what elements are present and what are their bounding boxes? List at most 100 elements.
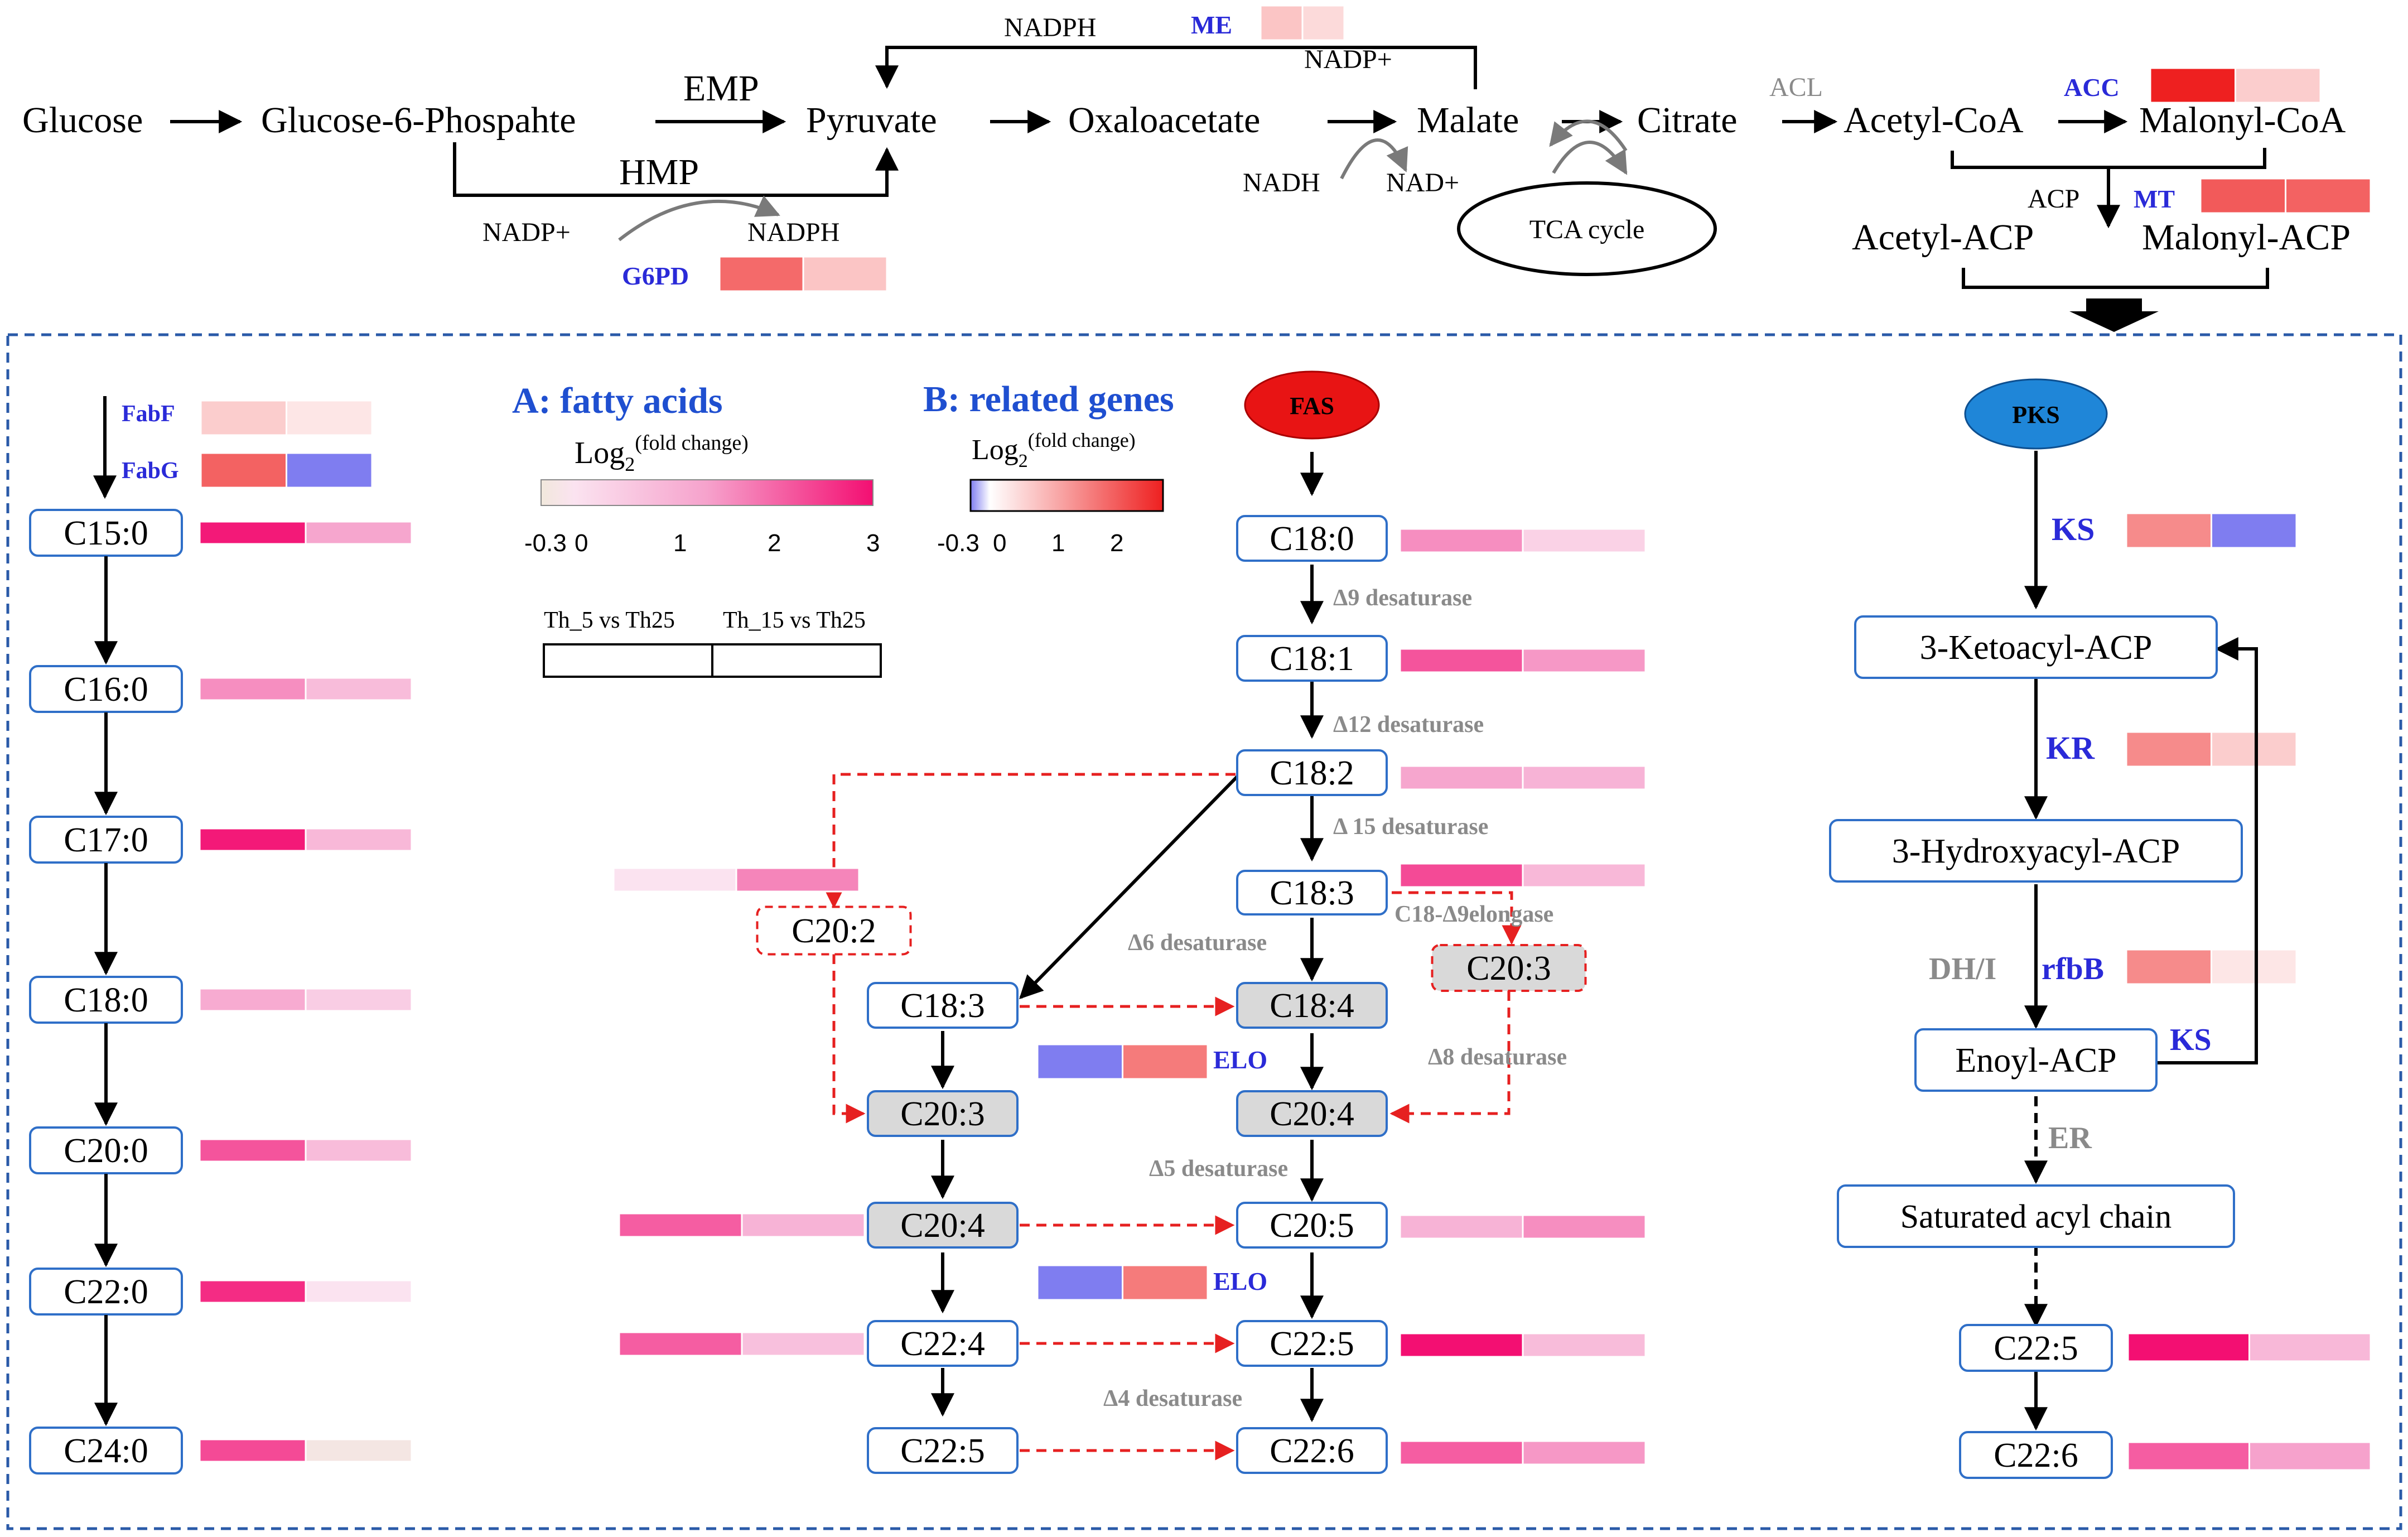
tca-cycle-ellipse [1457, 181, 1717, 276]
pks-ellipse [1964, 378, 2108, 450]
heatmap-g6pd-cell-2 [802, 256, 888, 292]
sat-node-1: C16:0 [29, 665, 183, 713]
pks-node-c22-6-label: C22:6 [1994, 1437, 2078, 1475]
heatmap-fas-c20-5-cell-2 [1522, 1214, 1647, 1240]
heatmap-elo-1-cell-1 [1036, 1043, 1123, 1080]
heatmap-fas-c18-1-cell-2 [1522, 648, 1647, 673]
pks-node-c22-5-box [1959, 1324, 2113, 1372]
label-nadph-top: NADPH [1004, 13, 1096, 42]
fas-node-c18-1-box [1236, 635, 1388, 682]
colorbar-a-tick-1: 0 [575, 529, 588, 557]
label-nadh: NADH [1243, 168, 1320, 197]
pks-node-c22-6-box [1959, 1431, 2113, 1479]
enzyme-kr: KR [2046, 730, 2095, 766]
heatmap-fas-c18-0-cell-1 [1399, 528, 1524, 553]
heatmap-acc-cell-2 [2235, 67, 2322, 104]
heatmap-mt [2199, 177, 2372, 214]
fas-node-c20-5-box [1236, 1202, 1388, 1249]
heatmap-fabg-cell-1 [200, 452, 287, 489]
heatmap-fabf [200, 399, 373, 436]
fas-node-c20-2-label: C20:2 [792, 912, 876, 950]
heatmap-sat-0-cell-2 [305, 521, 413, 545]
step-d8: Δ8 desaturase [1428, 1044, 1567, 1070]
fas-node-c20-4-mid-box [1236, 1090, 1388, 1137]
arrow-enoyl-loop-ketoacyl [2158, 637, 2258, 1064]
heatmap-fas-c20-2-cell-2 [735, 867, 860, 893]
heatmap-pks-c22-6-cell-1 [2127, 1441, 2250, 1471]
heatmap-ks-1 [2125, 512, 2298, 549]
node-oxaloacetate: Oxaloacetate [1068, 100, 1260, 141]
heatmap-kr-cell-1 [2125, 731, 2212, 768]
fas-node-c20-4-left-box [867, 1202, 1019, 1249]
fas-node-c20-4-left-label: C20:4 [900, 1207, 985, 1245]
fas-node-c18-0-box [1236, 515, 1388, 562]
heatmap-me-cell-2 [1301, 4, 1345, 41]
sat-node-4-box [29, 1126, 183, 1174]
label-nadph-hmp: NADPH [747, 218, 839, 247]
heatmap-sat-1-cell-1 [199, 677, 307, 701]
colorbar-b [969, 479, 1164, 512]
node-g6p: Glucose-6-Phospahte [261, 100, 576, 141]
sat-node-2-box [29, 816, 183, 864]
pks-nodes: 3-Ketoacyl-ACP3-Hydroxyacyl-ACPEnoyl-ACP… [1829, 615, 2243, 1479]
colorbar-b-tick-0: -0.3 [937, 529, 979, 557]
fas-node-c22-4-label: C22:4 [900, 1325, 985, 1363]
heatmap-kr [2125, 731, 2298, 768]
heatmap-pks-c22-6 [2127, 1441, 2372, 1471]
step-d4: Δ4 desaturase [1103, 1386, 1242, 1411]
enzyme-ks-1: KS [2052, 511, 2095, 547]
fas-node-c20-3-right-box [1431, 944, 1587, 992]
enzyme-acc: ACC [2064, 73, 2120, 102]
pks-node-enoyl: Enoyl-ACP [1914, 1028, 2158, 1092]
pks-node-ketoacyl-label: 3-Ketoacyl-ACP [1920, 629, 2153, 667]
fas-node-c22-5-left: C22:5 [867, 1427, 1019, 1474]
heatmap-rfbb-cell-2 [2211, 948, 2298, 985]
sat-node-1-label: C16:0 [64, 671, 148, 709]
bracket-coa [1951, 148, 2266, 169]
heatmap-sat-3-cell-2 [305, 987, 413, 1012]
sat-node-0-box [29, 509, 183, 557]
heatmap-pks-c22-5-cell-2 [2248, 1332, 2372, 1362]
pks-node-enoyl-box [1914, 1028, 2158, 1092]
fas-node-c22-4-box [867, 1320, 1019, 1367]
fas-node-c18-2: C18:2 [1236, 749, 1388, 796]
legend-log-label-a: Log2(fold change) [575, 431, 749, 475]
fas-node-c22-5-mid: C22:5 [1236, 1320, 1388, 1367]
heatmap-sat-4-cell-2 [305, 1138, 413, 1163]
label-nadp-top: NADP+ [1304, 45, 1392, 74]
legend-log-label-b: Log2(fold change) [972, 429, 1136, 471]
heatmap-g6pd [718, 256, 888, 292]
label-emp: EMP [683, 68, 759, 109]
comparison-1-label: Th_5 vs Th25 [544, 608, 675, 633]
sat-node-6-box [29, 1427, 183, 1475]
fas-node-c22-5-mid-box [1236, 1320, 1388, 1367]
label-nadp-hmp: NADP+ [482, 218, 571, 247]
fas-node-c18-3-main: C18:3 [1236, 870, 1388, 916]
dash-c18-2-c20-2 [824, 773, 1236, 909]
sat-node-4: C20:0 [29, 1126, 183, 1174]
heatmap-pks-c22-6-cell-2 [2248, 1441, 2372, 1471]
heatmap-fabf-cell-1 [200, 399, 287, 436]
fas-node-c18-3-main-box [1236, 870, 1388, 916]
dash-c20-3-c20-4 [1389, 991, 1511, 1124]
pks-node-saturated-label: Saturated acyl chain [1900, 1198, 2171, 1235]
pks-node-saturated-box [1837, 1184, 2235, 1248]
sat-node-5-label: C22:0 [64, 1273, 148, 1311]
sat-node-3: C18:0 [29, 976, 183, 1024]
fas-node-c18-3-gla: C18:3 [867, 982, 1019, 1029]
step-d6: Δ6 desaturase [1128, 930, 1267, 956]
heatmap-rfbb [2125, 948, 2298, 985]
enzyme-ks-2: KS [2170, 1023, 2212, 1057]
pks-node-saturated: Saturated acyl chain [1837, 1184, 2235, 1248]
sat-node-3-box [29, 976, 183, 1024]
arrow-tca-out [1549, 119, 1628, 152]
sat-node-0-label: C15:0 [64, 514, 148, 552]
heatmap-fas-c18-3-main-cell-1 [1399, 863, 1524, 888]
step-d5: Δ5 desaturase [1149, 1156, 1288, 1182]
heatmap-sat-5-cell-1 [199, 1279, 307, 1304]
colorbar-b-tick-2: 1 [1051, 529, 1065, 557]
fas-node-c22-5-left-box [867, 1427, 1019, 1474]
